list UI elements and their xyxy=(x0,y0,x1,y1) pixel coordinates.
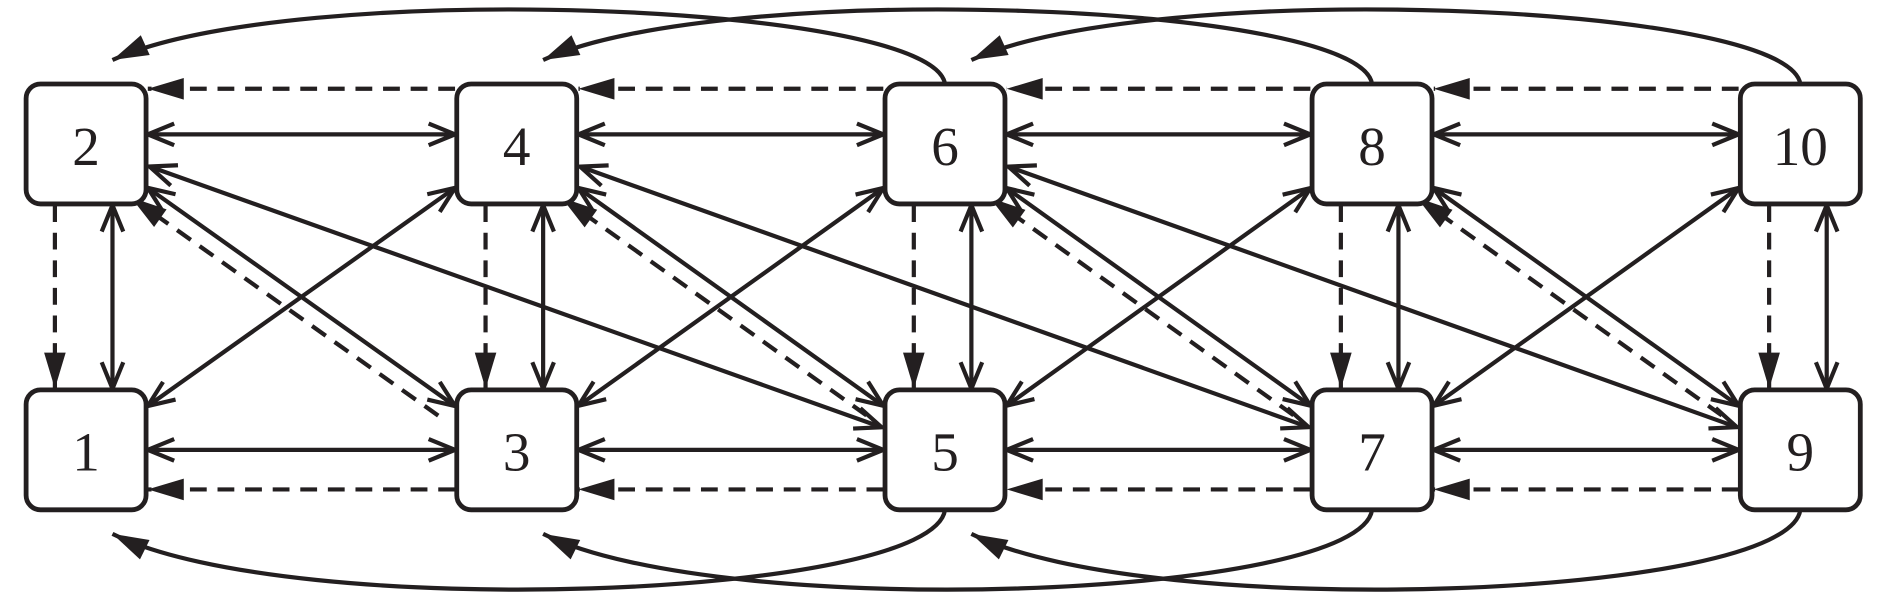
node-box xyxy=(454,81,580,207)
edge-2-3 xyxy=(146,186,457,408)
node-label: 1 xyxy=(72,422,100,483)
node-6: 6 xyxy=(882,81,1008,207)
node-5: 5 xyxy=(882,387,1008,513)
node-box xyxy=(882,387,1008,513)
edge-5-1 xyxy=(111,509,948,592)
node-box xyxy=(882,81,1008,207)
edge-9-8 xyxy=(1415,195,1724,418)
node-1: 1 xyxy=(23,387,149,513)
node-7: 7 xyxy=(1309,387,1435,513)
node-label: 5 xyxy=(931,422,959,483)
node-label: 4 xyxy=(503,116,531,177)
edge-4-5 xyxy=(577,186,885,408)
edge-8-6-arrowhead xyxy=(1006,77,1043,100)
edge-3-2-arrowhead xyxy=(130,197,167,228)
edge-8-4-arrowhead xyxy=(543,35,581,60)
edge-6-5-arrowhead xyxy=(903,352,925,389)
edge-7-6 xyxy=(988,196,1295,417)
edge-5-4-arrowhead xyxy=(561,197,598,228)
edge-2-5-arrowhead-end xyxy=(853,406,887,431)
node-label: 2 xyxy=(72,116,100,177)
edge-3-2 xyxy=(129,195,440,418)
edge-9-8-arrowhead xyxy=(1416,197,1453,228)
node-9: 9 xyxy=(1737,387,1863,513)
edge-9-5 xyxy=(970,509,1803,592)
edge-2-5-arrowhead-start xyxy=(144,163,179,188)
node-box xyxy=(1737,387,1863,513)
edge-4-2-arrowhead xyxy=(147,77,184,100)
node-box xyxy=(1737,81,1863,207)
node-4: 4 xyxy=(454,81,580,207)
edge-2-1-arrowhead xyxy=(44,352,66,389)
node-box xyxy=(23,81,149,207)
node-label: 3 xyxy=(503,422,531,483)
node-2: 2 xyxy=(23,81,149,207)
node-label: 8 xyxy=(1358,116,1386,177)
edge-10-6-arrowhead xyxy=(971,35,1009,60)
node-box xyxy=(1309,81,1435,207)
edge-7-3-arrowhead xyxy=(543,533,581,560)
node-box xyxy=(1309,387,1435,513)
nodes-layer: 1 2 3 4 5 6 7 8 9 10 xyxy=(23,81,1863,513)
edge-6-7 xyxy=(1005,186,1312,408)
edge-8-4 xyxy=(542,7,1375,85)
edge-4-3-arrowhead xyxy=(474,352,497,389)
node-label: 9 xyxy=(1787,422,1815,483)
edge-5-3-arrowhead xyxy=(578,478,615,501)
node-label: 6 xyxy=(931,116,959,177)
edge-10-6 xyxy=(970,7,1803,85)
edge-7-3 xyxy=(542,509,1375,592)
edge-6-9-arrowhead-start xyxy=(1003,163,1037,188)
edge-6-2 xyxy=(111,7,948,85)
edge-7-5-arrowhead xyxy=(1006,478,1043,501)
node-box xyxy=(454,387,580,513)
edge-4-7 xyxy=(579,164,1310,430)
edge-8-9 xyxy=(1432,186,1740,408)
edge-5-1-arrowhead xyxy=(112,533,150,560)
node-box xyxy=(23,387,149,513)
edge-6-4-arrowhead xyxy=(578,77,615,100)
edge-6-9-arrowhead-end xyxy=(1708,406,1743,431)
edge-10-8-arrowhead xyxy=(1433,77,1470,100)
edge-8-7-arrowhead xyxy=(1330,352,1352,389)
edges-layer xyxy=(44,7,1840,592)
edge-3-1-arrowhead xyxy=(147,478,184,501)
node-label: 7 xyxy=(1358,422,1386,483)
edge-9-5-arrowhead xyxy=(971,533,1009,560)
edge-7-6-arrowhead xyxy=(989,197,1026,228)
node-10: 10 xyxy=(1737,81,1863,207)
edge-4-7-arrowhead-start xyxy=(574,163,609,188)
edge-6-2-arrowhead xyxy=(112,35,150,60)
edge-9-7-arrowhead xyxy=(1433,478,1470,501)
node-label: 10 xyxy=(1773,116,1828,177)
edge-4-7-arrowhead-end xyxy=(1280,406,1314,431)
edge-5-4 xyxy=(560,195,868,418)
edge-10-9-arrowhead xyxy=(1758,352,1780,389)
edge-6-9 xyxy=(1007,164,1738,430)
node-8: 8 xyxy=(1309,81,1435,207)
node-3: 3 xyxy=(454,387,580,513)
edge-2-5 xyxy=(148,164,883,430)
